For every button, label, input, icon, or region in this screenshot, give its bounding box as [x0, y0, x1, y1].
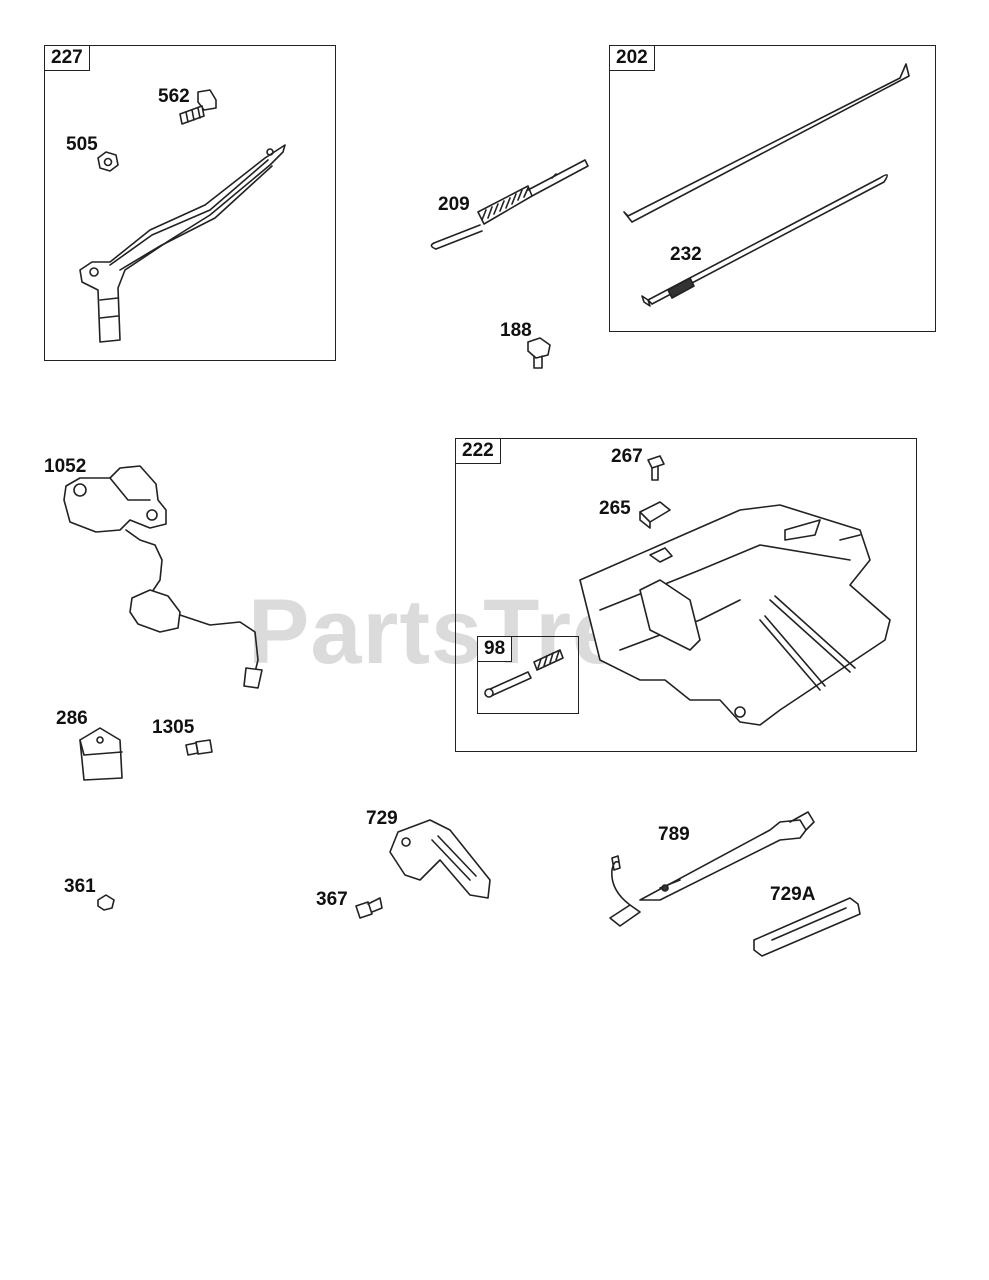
box-222-tag: 222	[456, 439, 501, 464]
label-286: 286	[56, 708, 88, 729]
screw-267	[647, 455, 665, 481]
label-361: 361	[64, 876, 96, 897]
pin-spring-98	[484, 649, 564, 698]
cable-789	[609, 811, 815, 927]
plate-729A	[753, 897, 861, 957]
label-729A: 729A	[770, 884, 816, 905]
spring-link-209	[430, 159, 589, 250]
label-267: 267	[611, 446, 643, 467]
label-265: 265	[599, 498, 631, 519]
screw-1305	[185, 739, 213, 756]
sensor-harness-1052	[63, 465, 263, 689]
bolt-562	[179, 89, 217, 125]
label-209: 209	[438, 194, 470, 215]
label-367: 367	[316, 889, 348, 910]
box-227: 227	[44, 45, 336, 361]
governor-lever-arm	[79, 144, 286, 343]
bolt-188	[527, 337, 551, 369]
bolt-367	[355, 897, 383, 919]
label-1305: 1305	[152, 717, 195, 738]
box-98: 98	[477, 636, 579, 714]
box-202-tag: 202	[610, 46, 655, 71]
governor-rod-202	[623, 63, 910, 223]
box-227-tag: 227	[45, 46, 90, 71]
bracket-729	[389, 819, 491, 899]
box-98-tag: 98	[478, 637, 513, 662]
box-222: 222	[455, 438, 917, 752]
label-188: 188	[500, 320, 532, 341]
nut-505	[97, 151, 119, 172]
label-562: 562	[158, 86, 190, 107]
spring-rod-232	[641, 174, 888, 307]
label-729: 729	[366, 808, 398, 829]
clip-265	[639, 501, 671, 529]
nut-361	[97, 894, 115, 911]
box-202: 202	[609, 45, 936, 332]
label-1052: 1052	[44, 456, 87, 477]
label-505: 505	[66, 134, 98, 155]
bracket-286	[79, 727, 123, 781]
label-789: 789	[658, 824, 690, 845]
control-bracket-222	[579, 504, 891, 726]
label-232: 232	[670, 244, 702, 265]
